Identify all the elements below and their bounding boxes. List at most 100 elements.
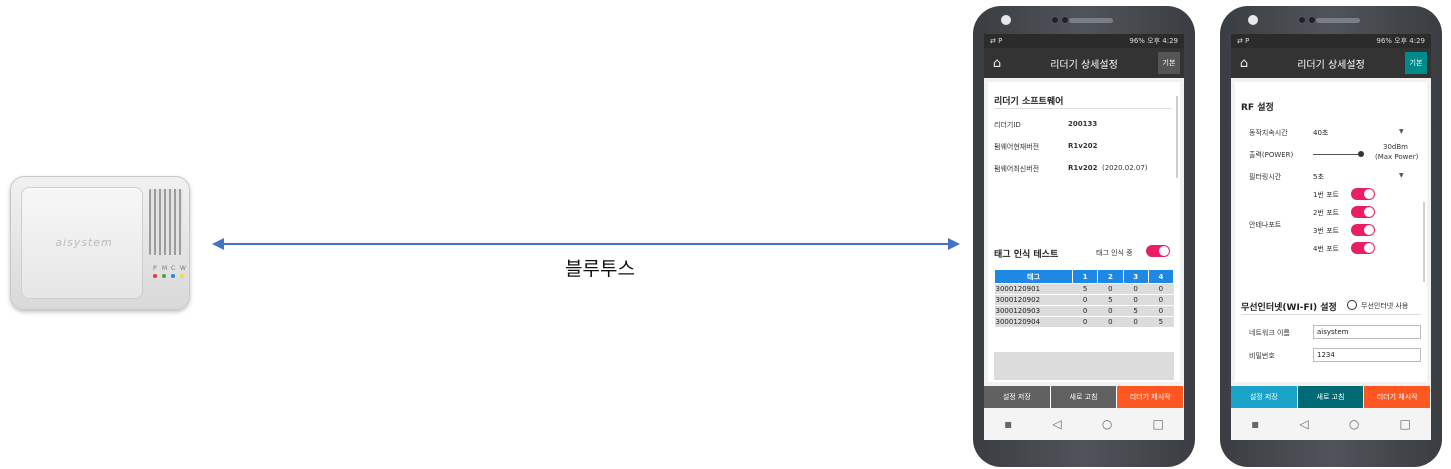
phone-2: ⇄ P 96% 오후 4:29 ⌂ 리더기 상세설정 기본 RF 설정 동작지속… bbox=[1220, 6, 1442, 467]
basic-button[interactable]: 기본 bbox=[1158, 52, 1180, 74]
settings-content[interactable]: 리더기 소프트웨어 리더기ID 200133 펌웨어현재버전 R1v202 펌웨… bbox=[988, 82, 1180, 382]
cell-count: 0 bbox=[1072, 316, 1098, 328]
phone-speaker bbox=[1316, 18, 1360, 23]
divider bbox=[994, 108, 1172, 109]
phone-sensor bbox=[1248, 15, 1258, 25]
scrollbar[interactable] bbox=[1176, 96, 1178, 178]
cell-count: 0 bbox=[1123, 283, 1149, 295]
divider bbox=[1241, 314, 1421, 315]
scrollbar[interactable] bbox=[1423, 202, 1425, 282]
home-nav-icon[interactable]: ○ bbox=[1348, 417, 1360, 431]
antenna-label: 안테나포트 bbox=[1249, 221, 1282, 229]
col-header-tag: 태그 bbox=[994, 269, 1073, 284]
table-empty-area bbox=[994, 352, 1174, 380]
wifi-section-title: 무선인터넷(WI-FI) 설정 bbox=[1241, 303, 1337, 313]
bluetooth-label: 블루투스 bbox=[565, 258, 635, 280]
network-name-label: 네트워크 이름 bbox=[1249, 329, 1290, 337]
save-settings-button[interactable]: 설정 저장 bbox=[984, 386, 1051, 408]
cell-count: 0 bbox=[1148, 305, 1174, 317]
arrow-head-left bbox=[212, 238, 224, 250]
cell-count: 5 bbox=[1148, 316, 1174, 328]
title-bar: ⌂ 리더기 상세설정 기본 bbox=[984, 48, 1184, 78]
fw-current-value: R1v202 bbox=[1068, 142, 1098, 150]
fw-current-label: 펌웨어현재버전 bbox=[994, 143, 1040, 151]
back-icon[interactable]: ◁ bbox=[1299, 417, 1309, 431]
chevron-down-icon: ▼ bbox=[1399, 128, 1404, 135]
recent-apps-icon[interactable]: ▪ bbox=[1251, 417, 1260, 431]
cell-count: 0 bbox=[1072, 294, 1098, 306]
col-header-2: 2 bbox=[1097, 269, 1124, 284]
power-slider-thumb[interactable] bbox=[1358, 151, 1364, 157]
device-logo: aisystem bbox=[55, 236, 113, 249]
recent-apps-icon[interactable]: ▪ bbox=[1004, 417, 1013, 431]
restart-reader-button[interactable]: 리더기 재시작 bbox=[1364, 386, 1431, 408]
led-label-w: W bbox=[180, 265, 186, 272]
cell-count: 0 bbox=[1072, 305, 1098, 317]
phone-sensor bbox=[1001, 15, 1011, 25]
phone-2-screen: ⇄ P 96% 오후 4:29 ⌂ 리더기 상세설정 기본 RF 설정 동작지속… bbox=[1231, 34, 1431, 440]
table-row: 3000120904 0 0 0 5 bbox=[994, 316, 1174, 328]
cell-tag: 3000120903 bbox=[994, 305, 1073, 317]
table-row: 3000120901 5 0 0 0 bbox=[994, 283, 1174, 295]
power-slider-track[interactable] bbox=[1313, 154, 1361, 155]
password-label: 비밀번호 bbox=[1249, 352, 1275, 360]
arrow-head-right bbox=[948, 238, 960, 250]
port-4-toggle[interactable] bbox=[1351, 242, 1375, 254]
screen-title: 리더기 상세설정 bbox=[1050, 59, 1118, 71]
network-name-input[interactable]: aisystem bbox=[1313, 325, 1421, 339]
software-section-title: 리더기 소프트웨어 bbox=[994, 97, 1064, 107]
port-1-label: 1번 포트 bbox=[1313, 191, 1339, 199]
android-nav-bar: ▪ ◁ ○ □ bbox=[984, 408, 1184, 440]
status-right: 96% 오후 4:29 bbox=[1376, 37, 1425, 45]
front-camera-icon bbox=[1308, 16, 1316, 24]
wifi-use-label: 무선인터넷 사용 bbox=[1361, 302, 1409, 310]
reader-id-label: 리더기ID bbox=[994, 121, 1021, 129]
power-value: 30dBm bbox=[1383, 143, 1408, 151]
refresh-button[interactable]: 새로 고침 bbox=[1050, 386, 1118, 408]
device-front-panel: aisystem bbox=[21, 187, 143, 299]
port-2-toggle[interactable] bbox=[1351, 206, 1375, 218]
cell-count: 5 bbox=[1072, 283, 1098, 295]
cell-count: 0 bbox=[1123, 316, 1149, 328]
led-connect bbox=[171, 274, 175, 278]
overview-icon[interactable]: □ bbox=[1399, 417, 1411, 431]
settings-content[interactable]: RF 설정 동작지속시간 40초 ▼ 출력(POWER) 30dBm (Max … bbox=[1235, 82, 1427, 382]
status-left: ⇄ P bbox=[990, 37, 1003, 45]
basic-button[interactable]: 기본 bbox=[1405, 52, 1427, 74]
duration-value: 40초 bbox=[1313, 129, 1329, 137]
restart-reader-button[interactable]: 리더기 재시작 bbox=[1117, 386, 1184, 408]
rf-section-title: RF 설정 bbox=[1241, 103, 1274, 113]
screen-title: 리더기 상세설정 bbox=[1297, 59, 1365, 71]
home-nav-icon[interactable]: ○ bbox=[1101, 417, 1113, 431]
filter-select[interactable]: 5초 ▼ bbox=[1313, 172, 1409, 182]
port-3-toggle[interactable] bbox=[1351, 224, 1375, 236]
led-power bbox=[153, 274, 157, 278]
port-1-toggle[interactable] bbox=[1351, 188, 1375, 200]
tag-reading-toggle[interactable] bbox=[1146, 245, 1170, 257]
bluetooth-link-line bbox=[222, 243, 950, 245]
phone-1-screen: ⇄ P 96% 오후 4:29 ⌂ 리더기 상세설정 기본 리더기 소프트웨어 … bbox=[984, 34, 1184, 440]
android-nav-bar: ▪ ◁ ○ □ bbox=[1231, 408, 1431, 440]
status-bar: ⇄ P 96% 오후 4:29 bbox=[984, 34, 1184, 48]
save-settings-button[interactable]: 설정 저장 bbox=[1231, 386, 1298, 408]
password-input[interactable]: 1234 bbox=[1313, 348, 1421, 362]
refresh-button[interactable]: 새로 고침 bbox=[1297, 386, 1365, 408]
device-vent bbox=[149, 189, 183, 255]
led-wifi bbox=[180, 274, 184, 278]
wifi-use-radio[interactable] bbox=[1347, 300, 1357, 310]
led-mode bbox=[162, 274, 166, 278]
status-left: ⇄ P bbox=[1237, 37, 1250, 45]
cell-tag: 3000120902 bbox=[994, 294, 1073, 306]
front-camera-icon bbox=[1051, 16, 1059, 24]
led-label-c: C bbox=[171, 265, 176, 272]
table-row: 3000120902 0 5 0 0 bbox=[994, 294, 1174, 306]
duration-label: 동작지속시간 bbox=[1249, 129, 1288, 137]
tag-test-title: 태그 인식 테스트 bbox=[994, 250, 1059, 260]
rfid-reader-device: aisystem P M C W bbox=[10, 176, 190, 310]
table-row: 3000120903 0 0 5 0 bbox=[994, 305, 1174, 317]
home-icon[interactable]: ⌂ bbox=[992, 55, 1002, 71]
overview-icon[interactable]: □ bbox=[1152, 417, 1164, 431]
home-icon[interactable]: ⌂ bbox=[1239, 55, 1249, 71]
back-icon[interactable]: ◁ bbox=[1052, 417, 1062, 431]
duration-select[interactable]: 40초 ▼ bbox=[1313, 128, 1409, 138]
